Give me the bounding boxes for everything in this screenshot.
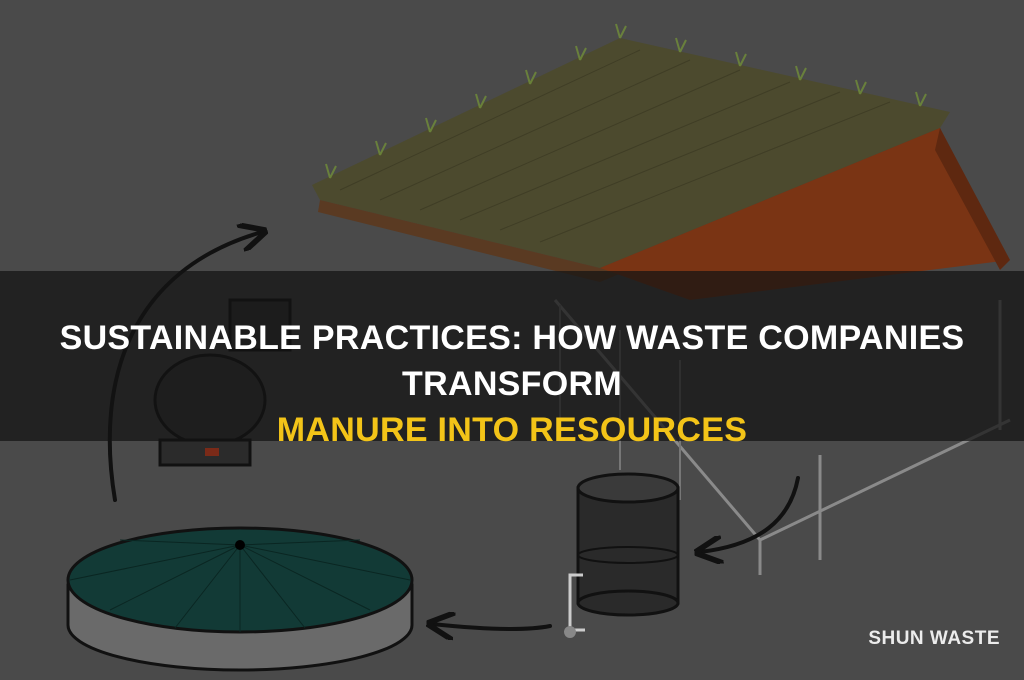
storage-lagoon xyxy=(66,526,414,672)
green-roof xyxy=(312,23,950,282)
title-banner xyxy=(0,271,1024,441)
title-line-2: MANURE INTO RESOURCES xyxy=(276,411,748,449)
title-line-1: SUSTAINABLE PRACTICES: HOW WASTE COMPANI… xyxy=(59,319,965,403)
digester-tank xyxy=(564,472,680,638)
page-title: SUSTAINABLE PRACTICES: HOW WASTE COMPANI… xyxy=(0,315,1024,453)
watermark: SHUN WASTE xyxy=(868,628,1000,649)
